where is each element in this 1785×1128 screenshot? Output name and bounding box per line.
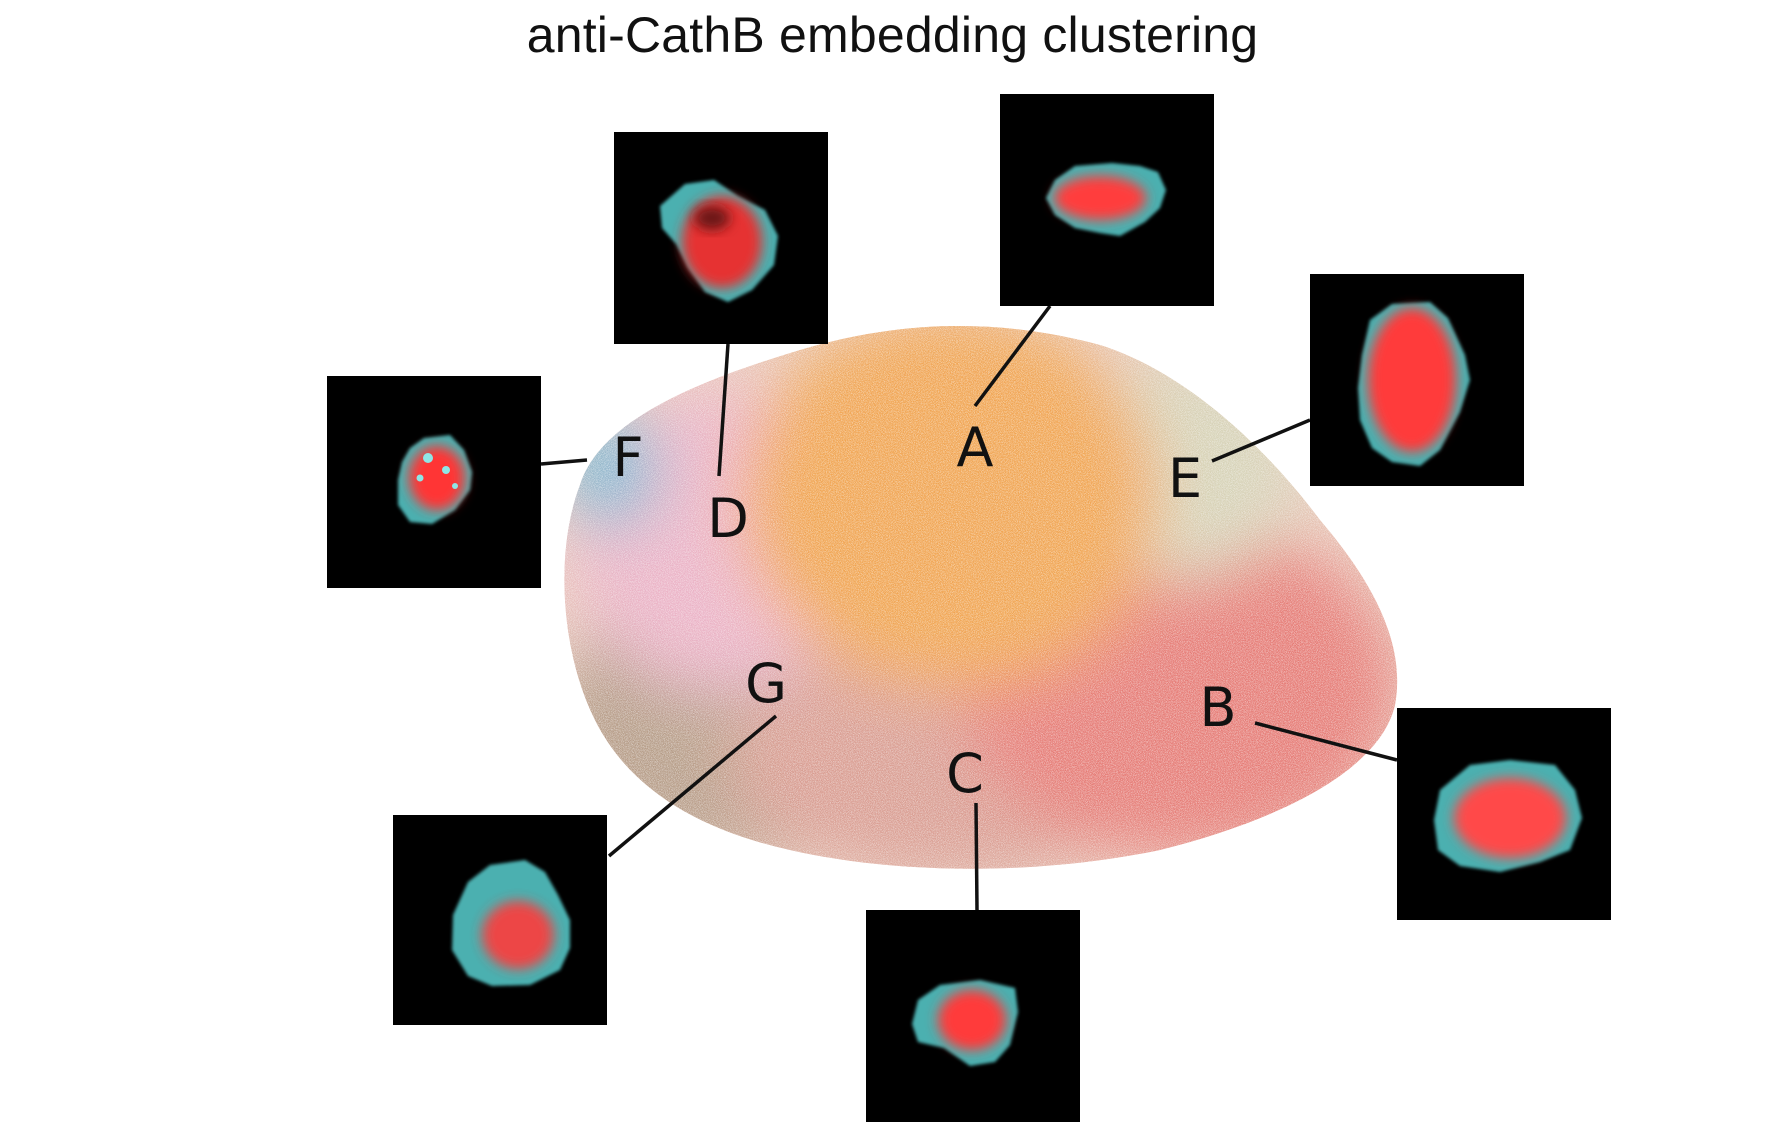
cell-thumbnail-E (1310, 274, 1524, 486)
cluster-labels: A B C D E F G (612, 416, 1236, 805)
cluster-label-G: G (745, 652, 787, 715)
connector-F (540, 458, 588, 466)
cell-thumbnail-C (866, 910, 1080, 1122)
connector-A (973, 304, 1052, 408)
cell-thumbnail-B (1397, 708, 1611, 920)
cell-thumbnail-F (327, 376, 541, 588)
cell-thumbnail-D (614, 132, 828, 344)
connector-lines (540, 304, 1398, 911)
cell-thumbnail-G (393, 815, 607, 1025)
connector-C (974, 802, 979, 911)
cluster-label-E: E (1168, 447, 1202, 510)
connector-G (607, 714, 778, 858)
connector-E (1211, 418, 1311, 463)
embedding-point-cloud (564, 326, 1398, 869)
cluster-label-A: A (957, 416, 994, 479)
cluster-label-D: D (707, 487, 749, 550)
cluster-label-B: B (1199, 676, 1236, 739)
cell-thumbnail-A (1000, 94, 1214, 306)
connector-B (1254, 721, 1398, 762)
cluster-label-F: F (612, 426, 643, 489)
cluster-label-C: C (946, 742, 984, 805)
connector-D (717, 343, 730, 477)
figure-title: anti-CathB embedding clustering (526, 7, 1259, 63)
